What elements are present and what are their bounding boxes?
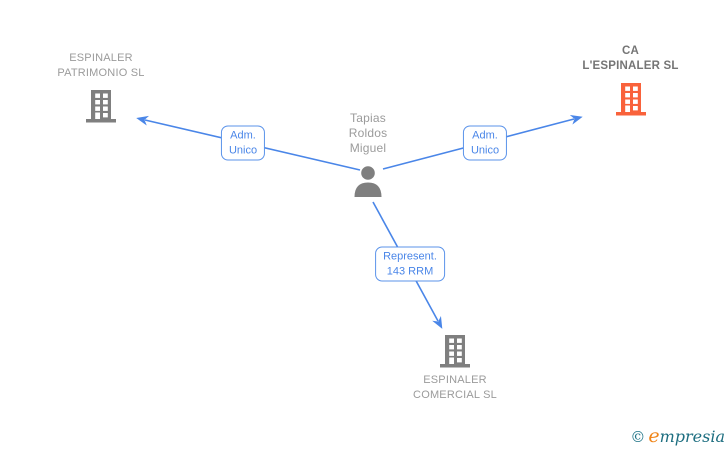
logo-initial: e <box>648 425 660 447</box>
person-name-line2: Roldos <box>348 126 388 140</box>
company-name-line1: ESPINALER <box>423 374 487 386</box>
empresia-logo[interactable]: ©empresia <box>630 425 725 447</box>
edge-label-line1: Adm. <box>230 129 256 142</box>
edge-label-line1: Adm. <box>472 129 498 142</box>
company-node-ca-espinaler[interactable]: CA L'ESPINALER SL <box>558 44 703 116</box>
company-name-line2: L'ESPINALER SL <box>582 60 679 72</box>
company-name-line2: COMERCIAL SL <box>413 389 497 401</box>
company-name-line1: ESPINALER <box>69 52 133 64</box>
edge-label-line1: Represent. <box>383 250 437 263</box>
company-name-line2: PATRIMONIO SL <box>57 67 145 79</box>
company-name: ESPINALER COMERCIAL SL <box>413 373 497 403</box>
edge-label-line2: Unico <box>228 144 258 156</box>
edge-label-line2: 143 RRM <box>386 265 434 277</box>
copyright-icon: © <box>630 428 646 446</box>
edge-label-adm-unico-left: Adm. Unico <box>220 125 266 161</box>
building-icon <box>440 335 470 368</box>
person-name-line3: Miguel <box>349 141 387 155</box>
person-silhouette-icon <box>354 166 382 197</box>
person-name-line1: Tapias <box>350 111 386 125</box>
company-name: ESPINALER PATRIMONIO SL <box>57 51 144 81</box>
company-node-espinaler-patrimonio[interactable]: ESPINALER PATRIMONIO SL <box>31 51 171 123</box>
company-node-espinaler-comercial[interactable]: ESPINALER COMERCIAL SL <box>385 334 525 403</box>
building-icon <box>86 90 116 123</box>
person-node-tapias-roldos-miguel[interactable]: Tapias Roldos Miguel <box>308 111 428 198</box>
person-name: Tapias Roldos Miguel <box>349 111 388 156</box>
edge-label-adm-unico-right: Adm. Unico <box>462 125 508 161</box>
company-name: CA L'ESPINALER SL <box>582 44 678 74</box>
edge-label-represent-143-rrm: Represent. 143 RRM <box>375 246 445 282</box>
building-icon <box>615 83 646 116</box>
company-name-line1: CA <box>621 45 639 57</box>
logo-text: mpresia <box>659 427 725 446</box>
edge-label-line2: Unico <box>470 144 500 156</box>
